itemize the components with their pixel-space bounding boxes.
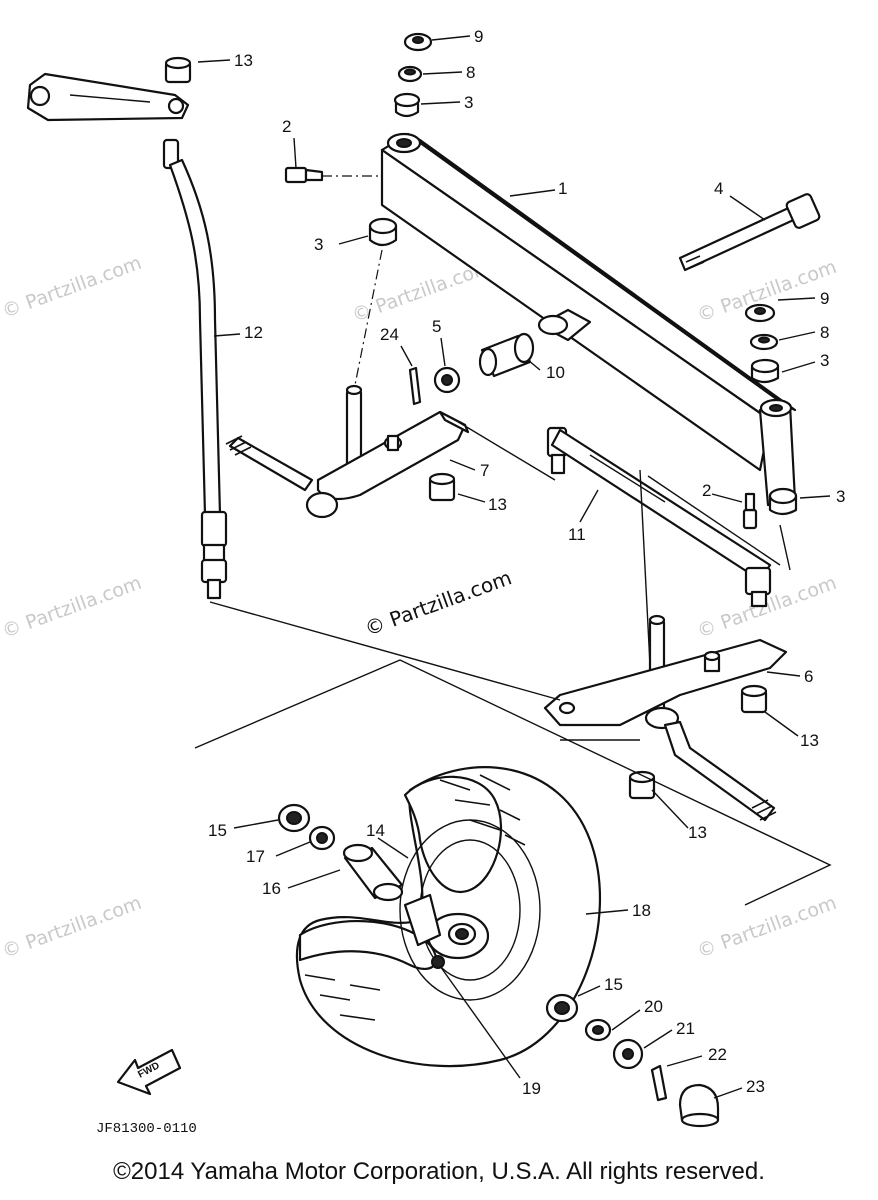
wheel-tire-18 <box>295 766 602 1068</box>
bolt-2-upper <box>284 166 380 184</box>
callout-20: 20 <box>644 997 663 1016</box>
tie-rod-12 <box>162 138 228 600</box>
callout-22: 22 <box>708 1045 727 1064</box>
reference-lines <box>194 524 832 906</box>
front-axle-1 <box>380 132 797 507</box>
washer-8-top <box>397 65 423 83</box>
washer-8-right <box>749 333 779 351</box>
nut-13-top <box>164 56 192 84</box>
nut-9-right <box>744 303 776 323</box>
nut-13-mid <box>428 472 456 502</box>
callout-4: 4 <box>714 179 723 198</box>
callout-3: 3 <box>820 351 829 370</box>
spacer-16 <box>342 843 404 902</box>
bearing-15-right <box>545 993 579 1023</box>
knuckle-6-right <box>543 614 788 822</box>
drawing-code: JF81300-0110 <box>96 1121 197 1137</box>
callout-10: 10 <box>546 363 565 382</box>
cotter-pin-22 <box>650 1064 668 1102</box>
callout-13: 13 <box>688 823 707 842</box>
copyright-notice: ©2014 Yamaha Motor Corporation, U.S.A. A… <box>113 1158 765 1185</box>
callout-15: 15 <box>604 975 623 994</box>
callout-3: 3 <box>464 93 473 112</box>
callout-19: 19 <box>522 1079 541 1098</box>
bearing-15-left <box>277 803 311 833</box>
watermark: © Partzilla.com <box>0 252 144 323</box>
callout-13: 13 <box>488 495 507 514</box>
tie-rod-11 <box>546 426 781 666</box>
callout-18: 18 <box>632 901 651 920</box>
callout-5: 5 <box>432 317 441 336</box>
center-watermark: © Partzilla.com <box>362 565 515 640</box>
callout-21: 21 <box>676 1019 695 1038</box>
bolt-2-lower <box>742 492 758 530</box>
callout-labels: 13 9 8 3 2 1 4 3 9 8 3 12 24 5 10 7 13 1… <box>208 27 845 1098</box>
washer-20 <box>584 1018 612 1042</box>
callout-23: 23 <box>746 1077 765 1096</box>
leader-lines <box>197 35 831 1099</box>
callout-8: 8 <box>466 63 475 82</box>
nut-5 <box>433 366 461 394</box>
watermark: © Partzilla.com <box>0 572 144 643</box>
nut-13-lower <box>628 770 656 800</box>
watermark: © Partzilla.com <box>694 892 839 963</box>
callout-6: 6 <box>804 667 813 686</box>
callout-2: 2 <box>702 481 711 500</box>
callout-9: 9 <box>820 289 829 308</box>
watermark: © Partzilla.com <box>0 892 144 963</box>
collar-3-top <box>393 92 421 118</box>
callout-3: 3 <box>836 487 845 506</box>
callout-24: 24 <box>380 325 399 344</box>
pivot-bolt-4 <box>678 193 821 272</box>
callout-14: 14 <box>366 821 385 840</box>
knuckle-7-left <box>225 384 556 519</box>
oil-seal-17 <box>308 825 336 851</box>
callout-13: 13 <box>234 51 253 70</box>
callout-12: 12 <box>244 323 263 342</box>
collar-3-left <box>354 217 398 386</box>
callout-1: 1 <box>558 179 567 198</box>
nut-9-top <box>403 32 433 52</box>
cap-23 <box>678 1083 720 1128</box>
cotter-pin-24 <box>408 366 422 406</box>
callout-13: 13 <box>800 731 819 750</box>
callout-17: 17 <box>246 847 265 866</box>
callout-3: 3 <box>314 235 323 254</box>
callout-8: 8 <box>820 323 829 342</box>
ball-joint-10 <box>478 332 535 378</box>
castle-nut-21 <box>612 1038 644 1070</box>
callout-2: 2 <box>282 117 291 136</box>
collar-3-lower <box>768 487 798 516</box>
collar-3-right <box>750 358 780 384</box>
callout-16: 16 <box>262 879 281 898</box>
pitman-arm <box>26 72 190 122</box>
nut-13-right <box>740 684 768 714</box>
callout-9: 9 <box>474 27 483 46</box>
forward-arrow: FWD <box>116 1048 182 1096</box>
callout-7: 7 <box>480 461 489 480</box>
callout-11: 11 <box>568 525 586 544</box>
callout-15: 15 <box>208 821 227 840</box>
